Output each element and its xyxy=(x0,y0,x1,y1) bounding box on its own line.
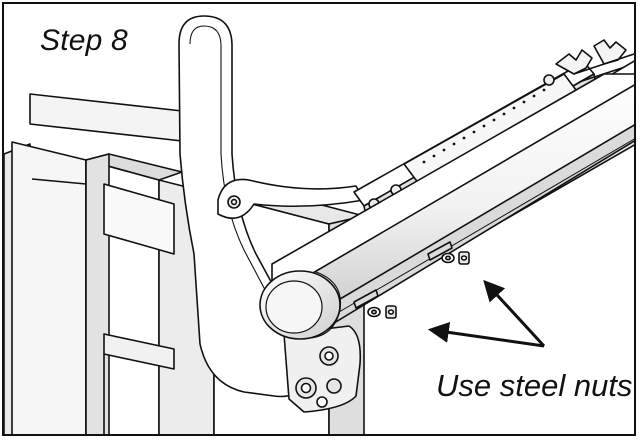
arrow-pointer-icon xyxy=(427,279,546,348)
washer-and-nut-front xyxy=(367,305,397,319)
track-bolts xyxy=(353,241,453,309)
instruction-panel: Step 8 Use steel nuts xyxy=(2,2,636,436)
roller-tube xyxy=(259,60,634,340)
washer-and-nut-rear xyxy=(441,251,470,265)
annotation-caption: Use steel nuts xyxy=(436,368,633,403)
assembly-illustration xyxy=(4,15,634,434)
step-title: Step 8 xyxy=(40,24,128,57)
